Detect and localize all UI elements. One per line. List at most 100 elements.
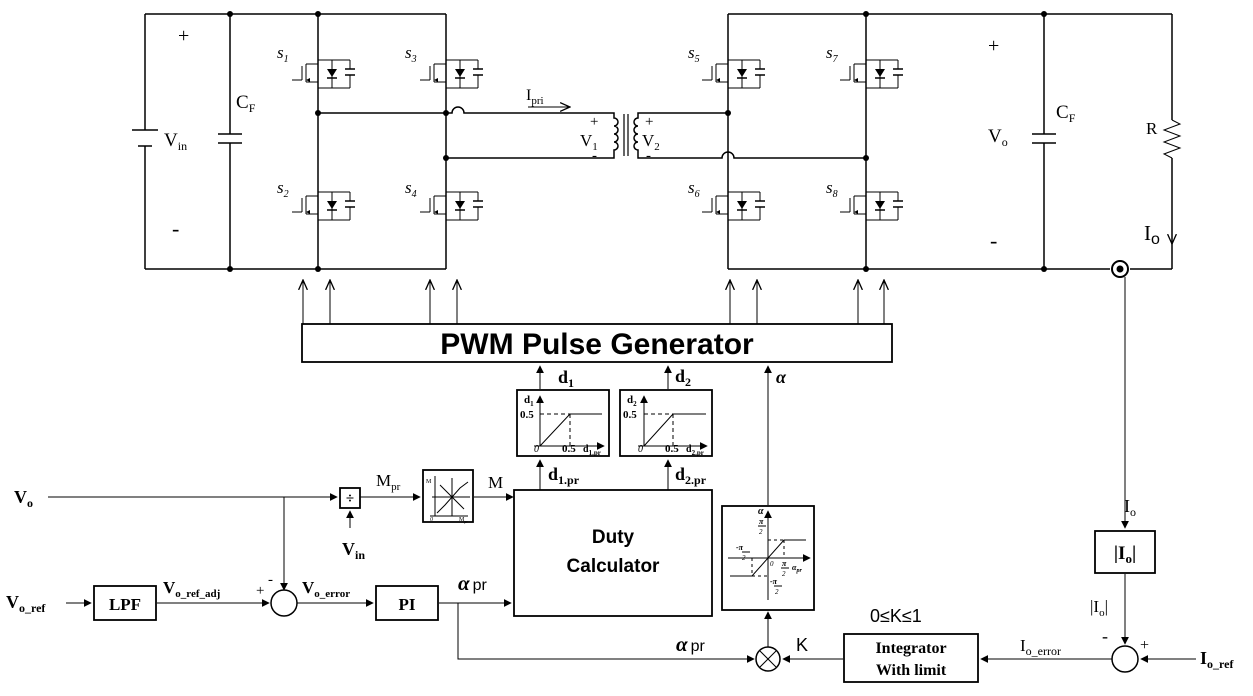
switch-label-s5: s5	[688, 43, 700, 65]
svg-text:αpr: αpr	[792, 563, 802, 574]
vo-sum-plus: +	[256, 583, 264, 599]
io-sum-plus: +	[1140, 637, 1149, 654]
signal-io-ref: Io_ref	[1200, 648, 1234, 671]
svg-text:-π: -π	[736, 543, 744, 552]
duty-line1: Duty	[592, 527, 635, 548]
v1-label: V1	[580, 131, 598, 153]
lpf-block	[93, 585, 157, 621]
vo-minus: -	[990, 228, 997, 253]
pi-label: PI	[399, 595, 416, 614]
switch-s7	[839, 51, 904, 95]
signal-m: M	[488, 473, 503, 492]
signal-alpha: α	[776, 367, 787, 387]
vo-label: Vo	[988, 126, 1008, 149]
svg-text:-π: -π	[770, 577, 778, 586]
switch-label-s6: s6	[688, 178, 700, 200]
v2-minus: -	[646, 148, 651, 164]
signal-vo-input: Vo	[14, 487, 33, 510]
signal-d2pr: d2.pr	[675, 464, 707, 487]
svg-text:π: π	[782, 559, 787, 568]
cf-label-primary: CF	[236, 92, 256, 115]
svg-text:2: 2	[742, 554, 746, 562]
io-summing-junction	[1111, 645, 1139, 673]
vo-summing-junction	[270, 589, 298, 617]
svg-text:M: M	[426, 479, 432, 485]
switch-label-s2: s2	[277, 178, 289, 200]
switch-label-s8: s8	[826, 178, 838, 200]
switch-s1	[291, 51, 356, 95]
duty-calculator-block	[513, 489, 713, 617]
secondary-bridge	[701, 11, 1182, 278]
integrator-line2: With limit	[876, 662, 947, 679]
switch-s4	[419, 183, 484, 227]
svg-text:0: 0	[770, 560, 774, 568]
abs-label: |Io|	[1114, 543, 1136, 566]
pwm-title: PWM Pulse Generator	[440, 328, 754, 361]
primary-bridge	[132, 11, 610, 272]
signal-abs-io: |Io|	[1090, 597, 1108, 619]
svg-text:d1.pr: d1.pr	[583, 444, 601, 457]
signal-mpr: Mpr	[376, 471, 401, 493]
switch-label-s3: s3	[405, 43, 417, 65]
switch-label-s4: s4	[405, 178, 417, 200]
v1-minus: -	[592, 148, 597, 164]
svg-text:2: 2	[782, 570, 786, 578]
vo-sum-minus: -	[268, 572, 273, 588]
svg-text:π: π	[759, 517, 764, 526]
d2-limiter-plot: d2 0.5 0 0.5 d2.pr	[619, 389, 713, 457]
transformer	[528, 107, 866, 159]
abs-block	[1094, 530, 1156, 574]
svg-text:2: 2	[775, 588, 779, 596]
svg-text:Mpr: Mpr	[459, 517, 468, 524]
m-saturation-plot: M 0 Mpr	[422, 469, 474, 524]
signal-io-error: Io_error	[1020, 636, 1061, 658]
io-sum-minus: -	[1102, 626, 1108, 646]
divider-symbol: ÷	[346, 491, 354, 507]
svg-text:d2.pr: d2.pr	[686, 444, 704, 457]
signal-vo-ref-adj: Vo_ref_adj	[163, 578, 220, 600]
duty-line2: Calculator	[567, 556, 661, 577]
signal-d2: d2	[675, 366, 691, 389]
svg-text:0: 0	[534, 444, 539, 455]
signal-io-sensed: Io	[1124, 496, 1136, 519]
v2-label: V2	[642, 131, 660, 153]
v2-plus: +	[645, 114, 653, 130]
switch-s2	[291, 183, 356, 227]
d1-limiter-plot: d1 0.5 0 0.5 d1.pr	[516, 389, 610, 457]
vo-plus: +	[988, 35, 999, 57]
svg-text:d2: d2	[627, 394, 637, 408]
io-label: Io	[1144, 221, 1160, 248]
svg-text:0.5: 0.5	[520, 409, 534, 421]
svg-text:2: 2	[759, 528, 763, 536]
lpf-label: LPF	[109, 595, 141, 614]
cf-label-secondary: CF	[1056, 102, 1076, 125]
multiplier-junction	[755, 646, 781, 672]
switch-s5	[701, 51, 766, 95]
signal-vo-ref: Vo_ref	[6, 592, 46, 615]
signal-d1: d1	[558, 367, 574, 390]
vin-label: Vin	[164, 130, 187, 153]
divider-block	[339, 487, 361, 509]
vin-plus: +	[178, 25, 189, 47]
pwm-pulse-generator-block	[301, 323, 893, 363]
alpha-saturation-plot: α π 2 0 -π 2 π 2 αpr -π 2	[721, 505, 815, 611]
switch-label-s7: s7	[826, 43, 839, 65]
signal-vo-error: Vo_error	[302, 578, 350, 600]
svg-text:α: α	[758, 506, 764, 517]
switch-s3	[419, 51, 484, 95]
signal-k: K	[796, 635, 808, 655]
svg-text:0: 0	[430, 517, 433, 523]
k-limit-label: 0≤K≤1	[870, 606, 922, 626]
switch-label-s1: s1	[277, 43, 289, 65]
switch-s6	[701, 183, 766, 227]
svg-text:0: 0	[638, 444, 643, 455]
signal-vin-input: Vin	[342, 539, 365, 562]
v1-plus: +	[590, 114, 598, 130]
gate-signal-arrows	[303, 280, 884, 324]
vin-minus: -	[172, 216, 179, 241]
integrator-line1: Integrator	[875, 640, 946, 657]
svg-text:0.5: 0.5	[665, 443, 679, 455]
switch-s8	[839, 183, 904, 227]
